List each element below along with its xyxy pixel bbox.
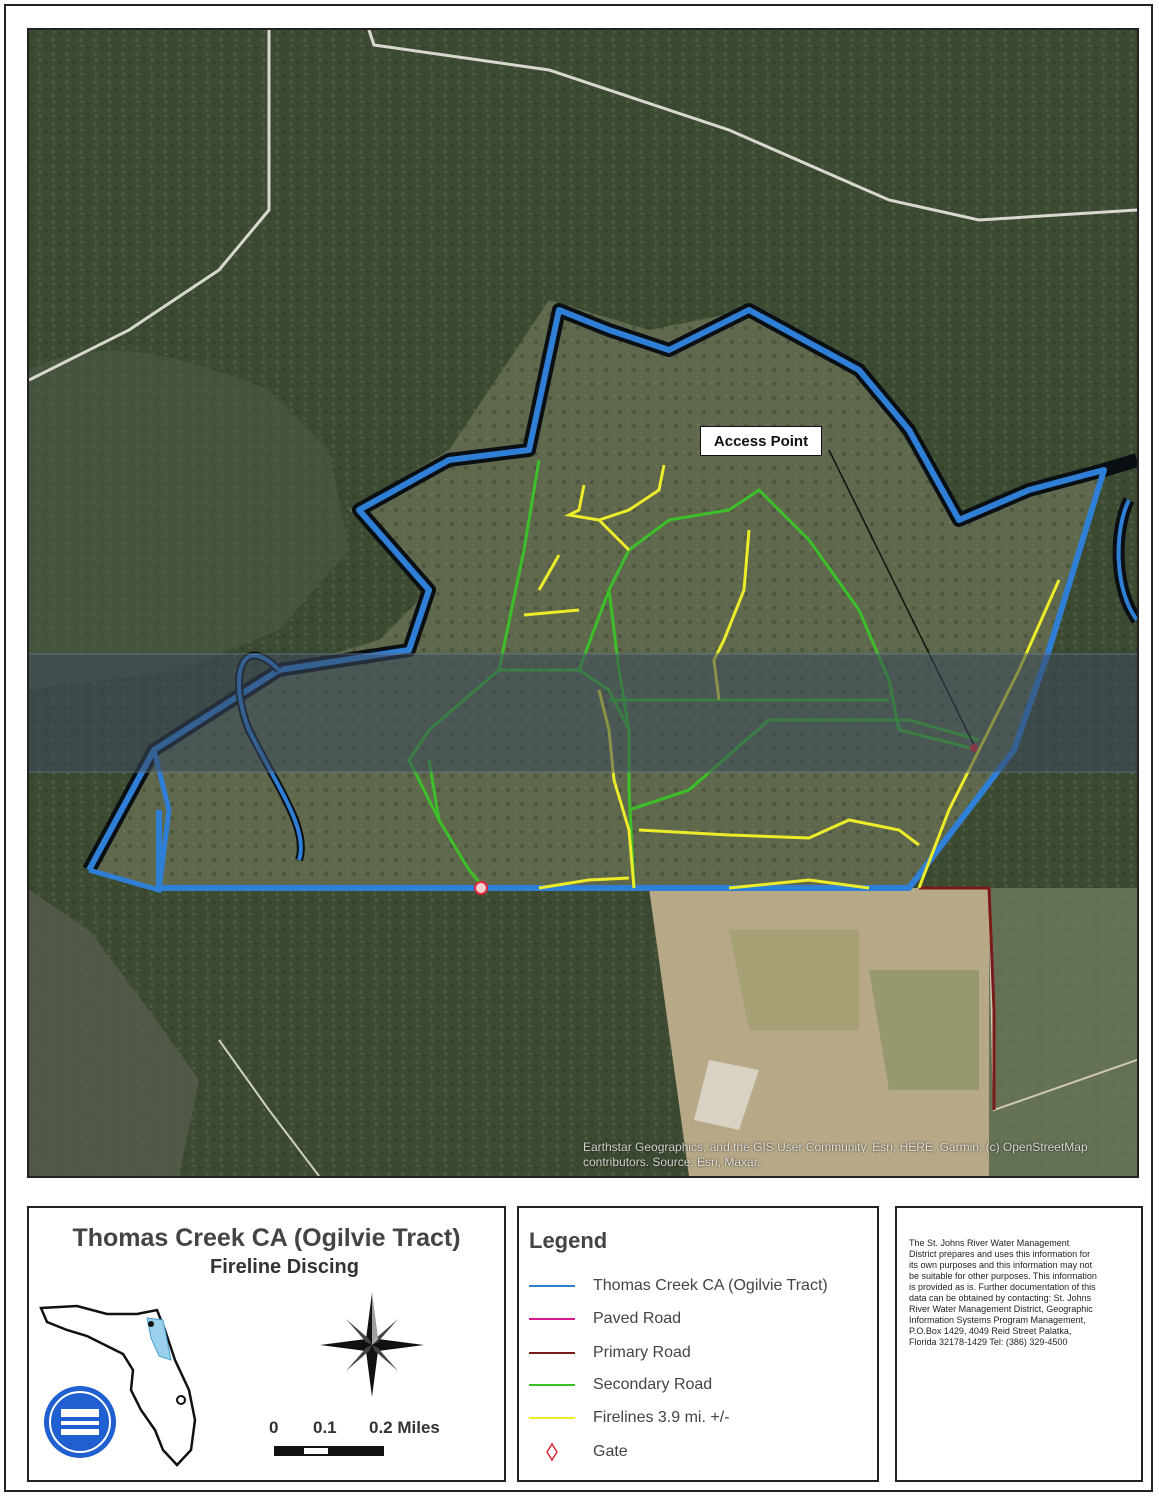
primary-road	[919, 886, 996, 1110]
legend-swatch-secondary	[529, 1384, 575, 1386]
north-arrow-icon	[320, 1293, 424, 1397]
legend-label-gate: Gate	[593, 1443, 628, 1460]
legend-label-primary: Primary Road	[593, 1344, 691, 1361]
legend-label-tract: Thomas Creek CA (Ogilvie Tract)	[593, 1277, 828, 1294]
scale-label-1: 0.1	[313, 1418, 337, 1437]
district-logo	[44, 1386, 116, 1458]
wetland-area	[29, 350, 349, 690]
legend-label-paved: Paved Road	[593, 1310, 682, 1327]
road-south	[218, 1039, 320, 1176]
field-1	[729, 930, 859, 1030]
map-subtitle: Fireline Discing	[210, 1256, 359, 1278]
legend-panel: Legend Thomas Creek CA (Ogilvie Tract) P…	[517, 1206, 879, 1482]
field-2	[869, 970, 979, 1090]
lake-icon	[176, 1395, 186, 1405]
page-frame	[4, 4, 1153, 1492]
gate-icon	[529, 1442, 575, 1462]
scale-label-0: 0	[269, 1418, 279, 1437]
wetland-area-south	[29, 890, 199, 1176]
access-point-label: Access Point	[700, 426, 822, 456]
map-title: Thomas Creek CA (Ogilvie Tract)	[72, 1224, 461, 1252]
scale-bar	[274, 1446, 384, 1456]
title-panel: Thomas Creek CA (Ogilvie Tract) Fireline…	[27, 1206, 506, 1482]
scale-label-2: 0.2 Miles	[369, 1418, 440, 1437]
scale-labels: 0 0.1 0.2 Miles	[269, 1418, 469, 1440]
boundary-east	[1116, 499, 1137, 622]
legend-swatch-primary	[529, 1352, 575, 1354]
legend-item-gate: Gate	[529, 1440, 879, 1464]
district-area	[146, 1317, 172, 1361]
legend-label-firelines: Firelines 3.9 mi. +/-	[593, 1409, 730, 1426]
legend-item-paved-road: Paved Road	[529, 1307, 879, 1331]
disclaimer-text: The St. Johns River Water Management Dis…	[909, 1238, 1097, 1347]
map-attribution: Earthstar Geographics, and the GIS User …	[583, 1140, 1088, 1169]
gate-south[interactable]	[474, 881, 488, 895]
tract-boundary-west	[88, 749, 172, 894]
legend-item-firelines: Firelines 3.9 mi. +/-	[529, 1406, 879, 1430]
road-west	[29, 30, 271, 382]
map-panel[interactable]: Access Point Earthstar Geographics, and …	[27, 28, 1139, 1178]
legend-swatch-paved	[529, 1318, 575, 1320]
highlight-band	[29, 653, 1137, 773]
clearing	[694, 1060, 759, 1130]
legend-swatch-tract	[529, 1285, 575, 1287]
location-dot-icon	[148, 1321, 154, 1327]
legend-item-primary-road: Primary Road	[529, 1341, 879, 1365]
legend-title: Legend	[529, 1228, 608, 1253]
aerial-map[interactable]	[29, 30, 1137, 1176]
legend-item-tract-boundary: Thomas Creek CA (Ogilvie Tract)	[529, 1274, 879, 1298]
legend-label-secondary: Secondary Road	[593, 1376, 713, 1393]
road-north	[367, 30, 1137, 222]
legend-item-secondary-road: Secondary Road	[529, 1373, 879, 1397]
legend-swatch-firelines	[529, 1417, 575, 1419]
residential-area	[989, 888, 1137, 1176]
florida-locator-icon	[39, 1304, 197, 1467]
disclaimer-panel: The St. Johns River Water Management Dis…	[895, 1206, 1143, 1482]
